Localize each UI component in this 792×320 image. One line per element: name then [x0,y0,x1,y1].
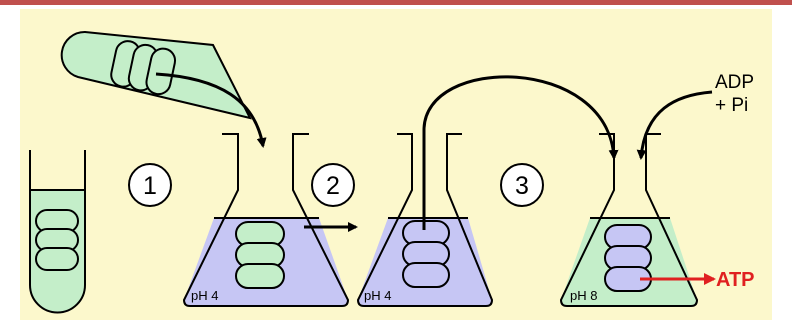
flask-1-ph-label: pH 4 [191,288,218,303]
top-rule [0,0,792,5]
vesicle-stack-tube [35,209,79,271]
vesicle-stack-poured [110,40,177,96]
test-tube [29,150,86,314]
flask-3: pH 8 [559,133,699,307]
flask-2: pH 4 [356,133,494,307]
transfer-arc [422,75,619,230]
vesicle-stack-flask-3 [604,224,652,292]
step-number-3: 3 [515,172,529,200]
pour-arrow [155,72,267,148]
input-pi-label: + Pi [715,95,748,116]
input-arrow [636,90,713,160]
step-marker-2: 2 [311,163,355,207]
atp-label: ATP [716,269,755,291]
flask-2-ph-label: pH 4 [364,288,391,303]
vesicle-stack-flask-1 [235,221,285,289]
flask-3-ph-label: pH 8 [570,288,597,303]
flask-1: pH 4 [182,133,350,307]
vesicle-stack-flask-2 [402,220,450,288]
input-adp-label: ADP [715,72,754,93]
step-number-1: 1 [143,172,157,200]
step-number-2: 2 [326,172,340,200]
step-marker-3: 3 [500,163,544,207]
step-marker-1: 1 [128,163,172,207]
pouring-tube [60,30,252,120]
